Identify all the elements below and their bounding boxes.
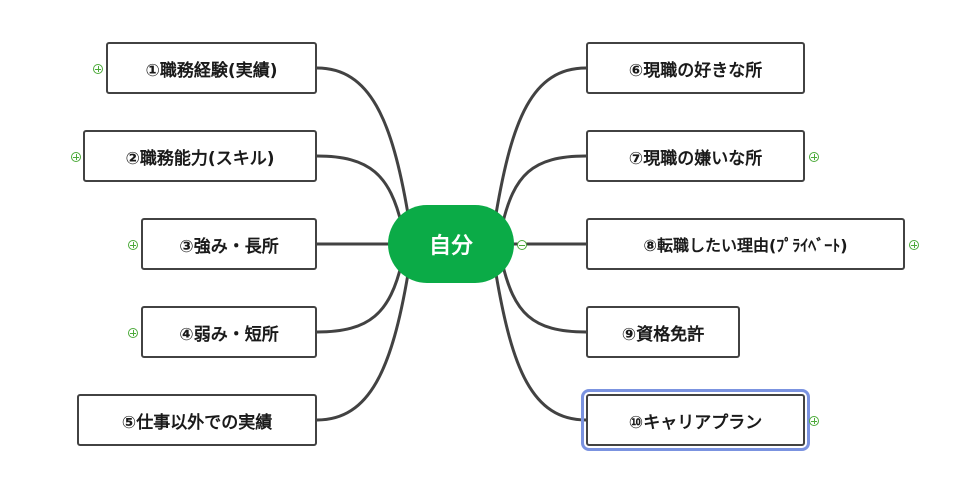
topic-label: ⑩キャリアプラン: [628, 412, 763, 433]
connector-t2: [315, 154, 404, 228]
topic-label: ⑨資格免許: [621, 324, 705, 345]
connector-t7: [500, 154, 588, 228]
connector-t4: [315, 260, 404, 334]
connector-t1: [315, 66, 410, 216]
topic-non-work-achievements[interactable]: ⑤仕事以外での実績: [77, 394, 317, 446]
topic-label: ②職務能力(スキル): [125, 148, 275, 169]
expand-toggle-icon[interactable]: [71, 152, 81, 162]
expand-toggle-icon[interactable]: [909, 240, 919, 250]
expand-toggle-icon[interactable]: [809, 416, 819, 426]
expand-toggle-icon[interactable]: [809, 152, 819, 162]
topic-label: ①職務経験(実績): [145, 60, 278, 81]
topic-work-skills[interactable]: ②職務能力(スキル): [83, 130, 317, 182]
topic-strengths[interactable]: ③強み・長所: [141, 218, 317, 270]
expand-toggle-icon[interactable]: [93, 64, 103, 74]
topic-label: ⑦現職の嫌いな所: [628, 148, 763, 169]
connector-t5: [315, 272, 410, 422]
topic-reasons-to-change-jobs[interactable]: ⑧転職したい理由(ﾌﾟﾗｲﾍﾞｰﾄ): [586, 218, 905, 270]
topic-qualifications[interactable]: ⑨資格免許: [586, 306, 740, 358]
topic-dislikes-current-job[interactable]: ⑦現職の嫌いな所: [586, 130, 805, 182]
collapse-toggle-icon[interactable]: [517, 240, 527, 250]
central-topic[interactable]: 自分: [388, 205, 514, 283]
topic-label: ⑥現職の好きな所: [628, 60, 763, 81]
connector-t6: [494, 66, 588, 216]
topic-label: ⑧転職したい理由(ﾌﾟﾗｲﾍﾞｰﾄ): [643, 236, 848, 255]
topic-weaknesses[interactable]: ④弱み・短所: [141, 306, 317, 358]
connector-t10: [494, 272, 588, 422]
topic-career-plan[interactable]: ⑩キャリアプラン: [581, 389, 810, 451]
topic-likes-current-job[interactable]: ⑥現職の好きな所: [586, 42, 805, 94]
topic-label: ③強み・長所: [179, 236, 279, 257]
connector-t9: [500, 260, 588, 334]
topic-label: ⑤仕事以外での実績: [121, 412, 273, 433]
topic-label: ④弱み・短所: [179, 324, 279, 345]
topic-work-experience[interactable]: ①職務経験(実績): [106, 42, 317, 94]
expand-toggle-icon[interactable]: [128, 240, 138, 250]
expand-toggle-icon[interactable]: [128, 328, 138, 338]
